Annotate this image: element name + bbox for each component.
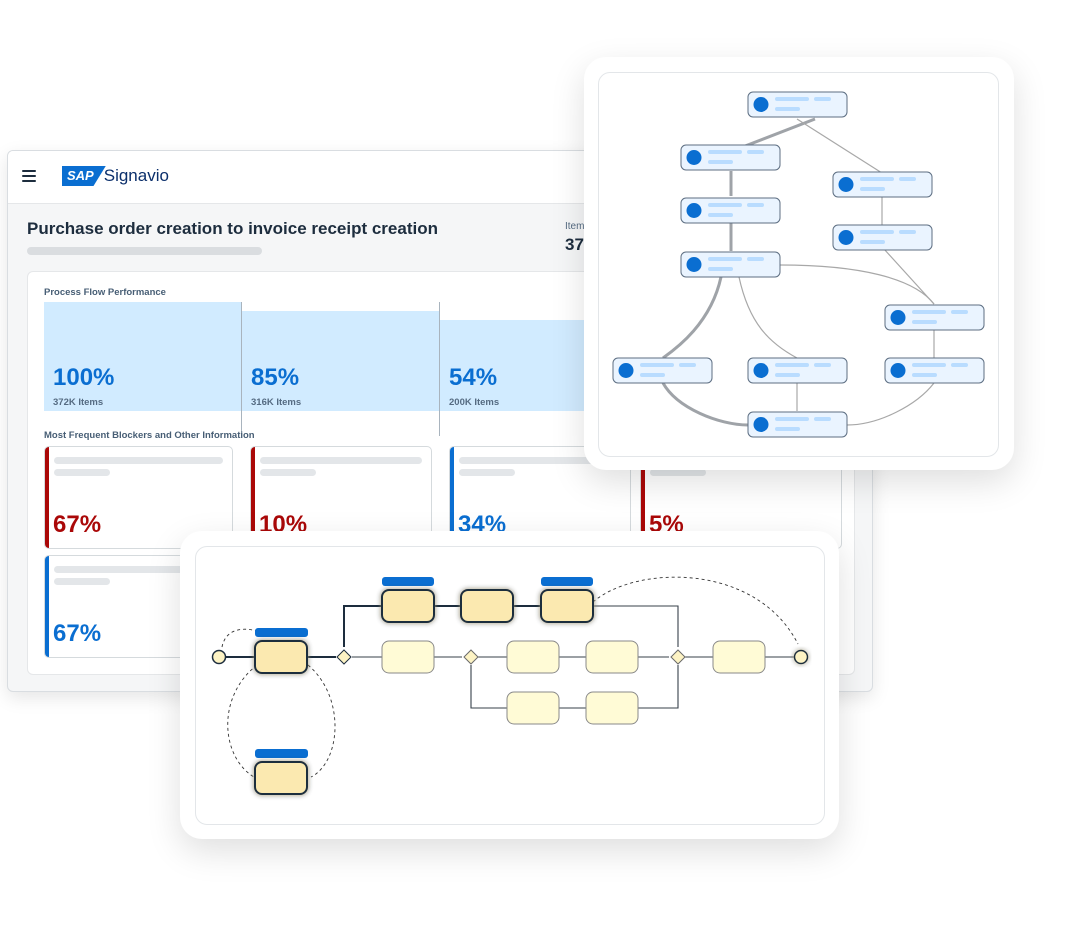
card-accent — [45, 556, 49, 657]
bpmn-task[interactable] — [506, 691, 560, 725]
graph-node[interactable] — [747, 91, 848, 118]
graph-node[interactable] — [747, 411, 848, 438]
flow-percent-2: 85% — [251, 364, 300, 391]
gateway-icon[interactable] — [463, 649, 479, 665]
flow-bar-2[interactable] — [242, 311, 439, 411]
items-label: Item — [565, 221, 585, 232]
task-label-bar — [541, 577, 593, 586]
flow-items-1: 372K Items — [53, 397, 104, 408]
card-placeholder — [650, 469, 706, 476]
bpmn-diagram — [211, 576, 809, 795]
flow-divider — [241, 302, 242, 436]
bpmn-task-active[interactable] — [254, 761, 308, 795]
graph-node[interactable] — [747, 357, 848, 384]
bpmn-task-active[interactable] — [254, 640, 308, 674]
task-label-bar — [255, 628, 308, 637]
card-placeholder — [54, 566, 223, 573]
graph-node[interactable] — [884, 304, 985, 331]
card-placeholder — [459, 457, 621, 464]
flow-items-3: 200K Items — [449, 397, 500, 408]
graph-node[interactable] — [832, 224, 933, 251]
bpmn-task[interactable] — [381, 640, 435, 674]
card-placeholder — [459, 469, 515, 476]
card-placeholder — [260, 469, 316, 476]
graph-node[interactable] — [680, 144, 781, 171]
card-placeholder — [54, 578, 110, 585]
card-accent — [251, 447, 255, 548]
start-event-icon[interactable] — [211, 649, 227, 665]
bpmn-task-active[interactable] — [540, 589, 594, 623]
gateway-icon[interactable] — [336, 649, 352, 665]
items-value: 37 — [565, 235, 584, 254]
hamburger-menu-icon[interactable] — [22, 170, 36, 182]
graph-node[interactable] — [612, 357, 713, 384]
flow-section-label: Process Flow Performance — [44, 287, 166, 298]
bpmn-task-active[interactable] — [381, 589, 435, 623]
bpmn-canvas — [195, 546, 825, 825]
blocker-percent: 67% — [53, 511, 102, 538]
signavio-wordmark: Signavio — [103, 166, 169, 185]
graph-node[interactable] — [884, 357, 985, 384]
bpmn-task[interactable] — [585, 691, 639, 725]
bpmn-task[interactable] — [585, 640, 639, 674]
card-accent — [641, 447, 645, 548]
flow-percent-1: 100% — [53, 364, 115, 391]
title-placeholder-bar — [27, 247, 262, 255]
process-graph-canvas — [598, 72, 999, 457]
card-accent — [450, 447, 454, 548]
gateway-icon[interactable] — [670, 649, 686, 665]
blocker-percent: 67% — [53, 620, 102, 647]
flow-bar-3[interactable] — [440, 320, 610, 411]
flow-percent-3: 54% — [449, 364, 498, 391]
task-label-bar — [382, 577, 434, 586]
page-title: Purchase order creation to invoice recei… — [27, 219, 438, 238]
end-event-icon[interactable] — [793, 649, 809, 665]
graph-node[interactable] — [832, 171, 933, 198]
flow-items-2: 316K Items — [251, 397, 302, 408]
bpmn-task[interactable] — [712, 640, 766, 674]
card-placeholder — [260, 457, 422, 464]
graph-node[interactable] — [680, 197, 781, 224]
card-placeholder — [54, 457, 223, 464]
bpmn-model-overlay — [180, 531, 839, 839]
bpmn-task-active[interactable] — [460, 589, 514, 623]
process-graph — [612, 91, 985, 438]
graph-node[interactable] — [680, 251, 781, 278]
flow-divider — [439, 302, 440, 436]
card-accent — [45, 447, 49, 548]
sap-signavio-logo[interactable]: SAP Signavio — [62, 165, 169, 187]
process-graph-overlay — [584, 57, 1014, 470]
task-label-bar — [255, 749, 308, 758]
bpmn-task[interactable] — [506, 640, 560, 674]
card-placeholder — [54, 469, 110, 476]
flow-bar-1[interactable] — [44, 302, 241, 411]
blockers-section-label: Most Frequent Blockers and Other Informa… — [44, 430, 255, 441]
sap-logo-mark: SAP — [62, 166, 106, 186]
